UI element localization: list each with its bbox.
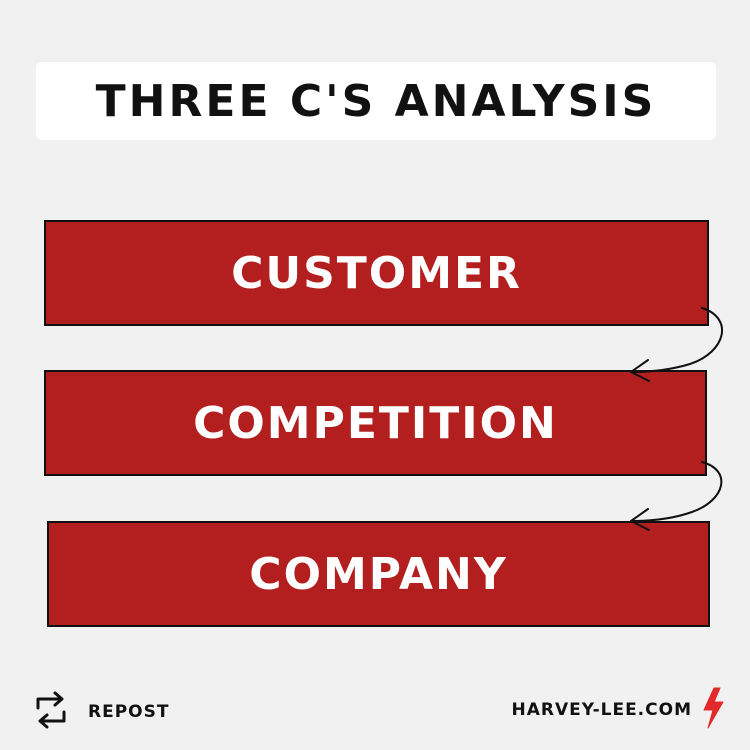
repost-group[interactable]: REPOST xyxy=(30,690,169,734)
brand-group[interactable]: HARVEY-LEE.COM xyxy=(512,686,726,734)
repost-label: REPOST xyxy=(88,702,170,722)
step-label-competition: COMPETITION xyxy=(193,397,558,449)
website-label: HARVEY-LEE.COM xyxy=(511,700,692,720)
title-banner: THREE C'S ANALYSIS xyxy=(36,62,716,140)
arrow-customer-to-competition xyxy=(630,307,723,382)
step-label-company: COMPANY xyxy=(249,548,508,600)
step-box-competition: COMPETITION xyxy=(44,370,707,476)
step-label-customer: CUSTOMER xyxy=(231,247,522,299)
step-box-customer: CUSTOMER xyxy=(44,220,709,326)
page-title: THREE C'S ANALYSIS xyxy=(95,75,657,127)
repost-icon xyxy=(30,690,72,734)
arrow-competition-to-company xyxy=(630,461,723,531)
step-box-company: COMPANY xyxy=(47,521,710,627)
lightning-bolt-icon xyxy=(700,686,726,734)
